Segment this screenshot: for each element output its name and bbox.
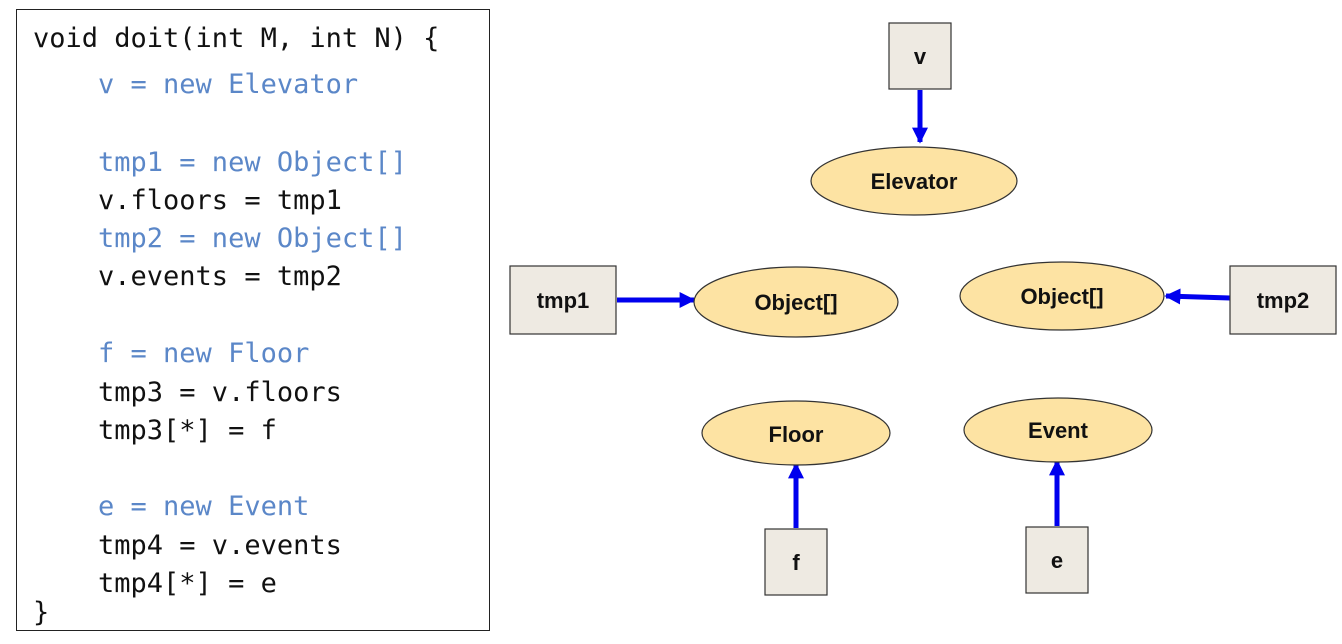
code-line: tmp2 = new Object[]	[33, 223, 407, 254]
object-floor: Floor	[701, 400, 891, 466]
object-elevator: Elevator	[810, 146, 1018, 216]
object-label: Elevator	[871, 169, 958, 194]
code-line: e = new Event	[33, 491, 310, 522]
code-line: v.events = tmp2	[33, 261, 342, 292]
edges	[617, 90, 1231, 528]
code-line: v.floors = tmp1	[33, 185, 342, 216]
variable-tmp2: tmp2	[1229, 265, 1337, 335]
object-label: Object[]	[1020, 284, 1103, 309]
edge-tmp2-to-object-array	[1164, 288, 1231, 305]
variable-label: tmp1	[537, 288, 590, 313]
variable-label: v	[914, 44, 927, 69]
object-event: Event	[963, 397, 1153, 463]
object-label: Object[]	[754, 290, 837, 315]
code-panel: void doit(int M, int N) { v = new Elevat…	[16, 9, 490, 631]
variable-v: v	[888, 22, 952, 90]
object-label: Floor	[769, 422, 824, 447]
code-line: tmp4 = v.events	[33, 530, 342, 561]
variable-label: tmp2	[1257, 288, 1310, 313]
object-label: Event	[1028, 418, 1089, 443]
code-line: }	[33, 597, 50, 628]
code-line: tmp4[*] = e	[33, 568, 277, 599]
object-array-left: Object[]	[693, 266, 899, 338]
variable-tmp1: tmp1	[509, 265, 617, 335]
code-line: v = new Elevator	[33, 69, 359, 100]
code-line: f = new Floor	[33, 338, 310, 369]
object-array-right: Object[]	[959, 261, 1165, 331]
code-line: tmp1 = new Object[]	[33, 147, 407, 178]
variable-label: f	[792, 550, 800, 575]
variable-e: e	[1025, 526, 1089, 594]
code-line: void doit(int M, int N) {	[33, 23, 440, 54]
code-line: tmp3 = v.floors	[33, 377, 342, 408]
variable-label: e	[1051, 548, 1063, 573]
code-line: tmp3[*] = f	[33, 415, 277, 446]
variable-f: f	[764, 528, 828, 596]
